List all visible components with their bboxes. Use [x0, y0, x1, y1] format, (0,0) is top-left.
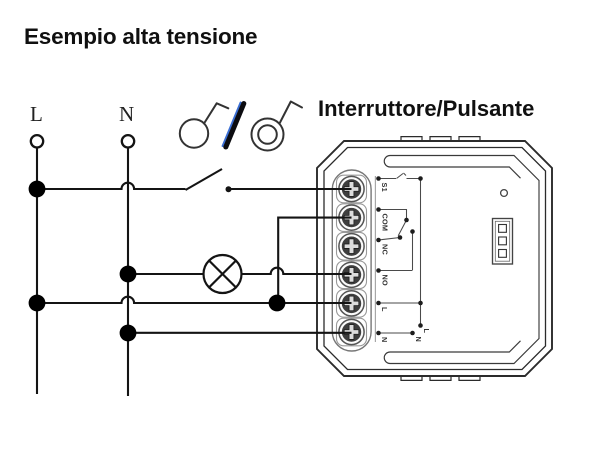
push-button-icon	[250, 100, 303, 152]
terminal-label-no: NO	[380, 275, 389, 286]
com-net	[378, 208, 408, 237]
switch-blade	[184, 168, 223, 191]
module-inner-panel	[390, 154, 540, 365]
slash-separator	[221, 101, 247, 150]
neutral-rail-label: N	[119, 102, 135, 126]
internal-net-label-l: L	[422, 329, 431, 334]
terminal-label-nc: NC	[380, 244, 389, 255]
line-rail-label: L	[30, 102, 43, 126]
page-title: Esempio alta tensione	[24, 24, 258, 49]
schematic-junction-dots	[376, 176, 423, 336]
internal-schematic: S1 COM NC NO L N L N	[376, 172, 431, 342]
lamp-wire-right	[241, 266, 352, 276]
switch-branch-wire	[37, 181, 186, 191]
internal-net-label-n: N	[414, 337, 423, 342]
control-icons	[178, 100, 303, 152]
module-mid-outline	[323, 146, 547, 371]
terminal-label-l: L	[380, 307, 389, 312]
com-wire	[277, 216, 352, 303]
connector-block	[491, 217, 514, 265]
nc-net	[378, 236, 401, 241]
module-top-tabs	[400, 136, 481, 141]
module-bottom-tabs	[400, 376, 481, 381]
line-supply-terminal	[29, 133, 45, 149]
neutral-supply-terminal	[120, 133, 136, 149]
terminal-label-com: COM	[380, 214, 389, 232]
terminal-label-s1: S1	[380, 183, 389, 192]
wall-switch-icon	[178, 102, 230, 149]
device-label: Interruttore/Pulsante	[318, 96, 535, 121]
module-bottom-slot	[383, 340, 521, 365]
s1-net	[378, 172, 421, 180]
no-net	[378, 231, 414, 272]
relay-module	[316, 136, 553, 381]
l-terminal-wire	[37, 295, 352, 305]
junction-dots	[28, 180, 286, 342]
lamp-icon	[202, 253, 243, 295]
led-hole	[499, 188, 509, 198]
module-outer-outline	[316, 140, 553, 377]
terminal-label-n: N	[380, 337, 389, 342]
module-top-slot	[383, 154, 521, 179]
mains-wiring	[28, 133, 352, 396]
